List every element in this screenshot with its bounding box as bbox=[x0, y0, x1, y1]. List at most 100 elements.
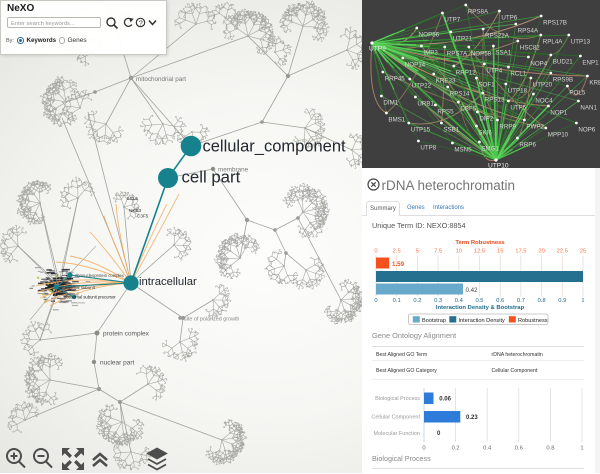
svg-text:25: 25 bbox=[580, 249, 586, 255]
svg-text:UTP7: UTP7 bbox=[444, 16, 460, 23]
svg-text:DIP2: DIP2 bbox=[479, 115, 493, 122]
svg-text:0.42: 0.42 bbox=[466, 287, 479, 294]
svg-text:RPS8A: RPS8A bbox=[468, 8, 489, 15]
svg-text:MPP10: MPP10 bbox=[548, 131, 569, 138]
svg-text:nuclear part: nuclear part bbox=[100, 360, 135, 367]
svg-text:RPL4A: RPL4A bbox=[543, 38, 563, 45]
svg-text:0.1: 0.1 bbox=[393, 298, 401, 304]
svg-text:membrane: membrane bbox=[218, 167, 249, 174]
svg-text:UTP22: UTP22 bbox=[412, 82, 432, 89]
svg-text:KRE1: KRE1 bbox=[589, 79, 600, 86]
svg-text:RPS22A: RPS22A bbox=[485, 32, 510, 39]
svg-text:0: 0 bbox=[422, 446, 425, 452]
svg-text:SSB1: SSB1 bbox=[443, 126, 459, 133]
svg-text:mitochondrial part: mitochondrial part bbox=[136, 76, 186, 83]
svg-text:ribosomal subunit: ribosomal subunit bbox=[61, 285, 96, 290]
svg-text:BUD21: BUD21 bbox=[553, 58, 574, 65]
svg-text:UTP6: UTP6 bbox=[501, 14, 517, 21]
svg-text:0.9: 0.9 bbox=[558, 298, 566, 304]
svg-text:RPS13: RPS13 bbox=[485, 96, 505, 103]
svg-text:Molecular Function: Molecular Function bbox=[374, 431, 420, 437]
svg-text:intracellular: intracellular bbox=[139, 276, 197, 288]
svg-text:NOP6: NOP6 bbox=[578, 126, 595, 133]
svg-text:SKI6: SKI6 bbox=[478, 129, 492, 136]
svg-text:UTP8: UTP8 bbox=[420, 144, 436, 151]
svg-text:SSA1: SSA1 bbox=[495, 49, 511, 56]
svg-text:SOF1: SOF1 bbox=[478, 81, 495, 88]
svg-text:protein complex: protein complex bbox=[103, 331, 150, 338]
svg-text:?: ? bbox=[139, 18, 143, 27]
svg-text:UTP18: UTP18 bbox=[508, 87, 528, 94]
svg-text:17.5: 17.5 bbox=[515, 249, 526, 255]
svg-text:0.8: 0.8 bbox=[538, 298, 546, 304]
svg-text:RPS4A: RPS4A bbox=[518, 27, 539, 34]
svg-text:0: 0 bbox=[437, 431, 441, 437]
svg-text:UTP4: UTP4 bbox=[486, 67, 502, 74]
svg-text:0.3: 0.3 bbox=[434, 298, 442, 304]
svg-text:0.4: 0.4 bbox=[455, 298, 464, 304]
svg-text:ribonucleoprotein complex: ribonucleoprotein complex bbox=[75, 273, 125, 278]
svg-text:UTP9: UTP9 bbox=[369, 46, 386, 53]
svg-text:RRP45: RRP45 bbox=[385, 75, 406, 82]
svg-text:12.5: 12.5 bbox=[474, 249, 485, 255]
svg-text:20: 20 bbox=[538, 249, 544, 255]
svg-text:CBF5: CBF5 bbox=[460, 105, 476, 112]
svg-text:Biological Process: Biological Process bbox=[375, 396, 420, 402]
svg-text:0: 0 bbox=[374, 249, 377, 255]
svg-text:URB1: URB1 bbox=[417, 100, 434, 107]
svg-text:UTP15: UTP15 bbox=[411, 126, 431, 133]
svg-text:NOP14: NOP14 bbox=[405, 61, 426, 68]
svg-text:KRE33: KRE33 bbox=[436, 77, 456, 84]
svg-text:UTP21: UTP21 bbox=[453, 35, 473, 42]
svg-text:0.7: 0.7 bbox=[517, 298, 525, 304]
svg-text:RPS5: RPS5 bbox=[437, 108, 454, 115]
svg-text:NOP1: NOP1 bbox=[550, 109, 567, 116]
svg-text:UTP10: UTP10 bbox=[488, 163, 509, 169]
svg-text:0.06: 0.06 bbox=[439, 397, 451, 403]
svg-text:MSN5: MSN5 bbox=[454, 146, 472, 153]
svg-text:0.4: 0.4 bbox=[483, 446, 492, 452]
svg-text:0.6: 0.6 bbox=[496, 298, 504, 304]
svg-text:RPS14: RPS14 bbox=[450, 90, 470, 97]
svg-text:site of polarized growth: site of polarized growth bbox=[184, 317, 239, 323]
svg-text:Interaction Density & Bootstra: Interaction Density & Bootstrap bbox=[436, 305, 525, 311]
svg-text:0: 0 bbox=[374, 298, 377, 304]
svg-text:5: 5 bbox=[416, 249, 419, 255]
svg-text:RRP12: RRP12 bbox=[456, 69, 477, 76]
svg-text:BMS1: BMS1 bbox=[388, 116, 405, 123]
svg-text:NOP58: NOP58 bbox=[471, 50, 492, 57]
svg-text:ENP1: ENP1 bbox=[582, 59, 599, 66]
svg-text:IMP3: IMP3 bbox=[423, 49, 438, 56]
svg-text:RPS7A: RPS7A bbox=[447, 50, 468, 57]
svg-text:PWP2: PWP2 bbox=[526, 123, 544, 130]
svg-text:DIM1: DIM1 bbox=[383, 99, 398, 106]
svg-text:EMG1: EMG1 bbox=[481, 145, 499, 152]
svg-text:0.23: 0.23 bbox=[466, 415, 478, 421]
svg-text:Robustness: Robustness bbox=[518, 318, 548, 324]
svg-text:10: 10 bbox=[456, 249, 462, 255]
svg-text:POL5: POL5 bbox=[569, 89, 585, 96]
svg-text:C3F5: C3F5 bbox=[137, 214, 149, 219]
svg-text:NKE3: NKE3 bbox=[129, 208, 141, 213]
svg-text:NOP4: NOP4 bbox=[530, 60, 547, 67]
svg-text:HSC82: HSC82 bbox=[520, 44, 541, 51]
svg-text:0.5: 0.5 bbox=[475, 298, 483, 304]
svg-text:UTP13: UTP13 bbox=[571, 38, 591, 45]
svg-text:1: 1 bbox=[581, 298, 584, 304]
svg-text:ribosomal subunit precursor: ribosomal subunit precursor bbox=[64, 295, 116, 300]
svg-text:NOC4: NOC4 bbox=[535, 97, 553, 104]
svg-text:Interaction Density: Interaction Density bbox=[459, 318, 506, 324]
svg-text:0.6: 0.6 bbox=[515, 446, 523, 452]
svg-text:UTP20: UTP20 bbox=[533, 81, 553, 88]
svg-text:0.2: 0.2 bbox=[452, 446, 460, 452]
svg-text:RPS9B: RPS9B bbox=[553, 76, 573, 83]
svg-text:7.5: 7.5 bbox=[434, 249, 442, 255]
svg-text:cell part: cell part bbox=[182, 168, 241, 187]
svg-text:RRP6: RRP6 bbox=[519, 141, 536, 148]
svg-text:RPS17B: RPS17B bbox=[543, 19, 567, 26]
svg-text:NAN1: NAN1 bbox=[580, 104, 597, 111]
svg-text:1.59: 1.59 bbox=[392, 261, 405, 268]
svg-text:cellular_component: cellular_component bbox=[203, 138, 347, 156]
svg-text:RCL1: RCL1 bbox=[510, 70, 526, 77]
svg-text:2.5: 2.5 bbox=[393, 249, 401, 255]
